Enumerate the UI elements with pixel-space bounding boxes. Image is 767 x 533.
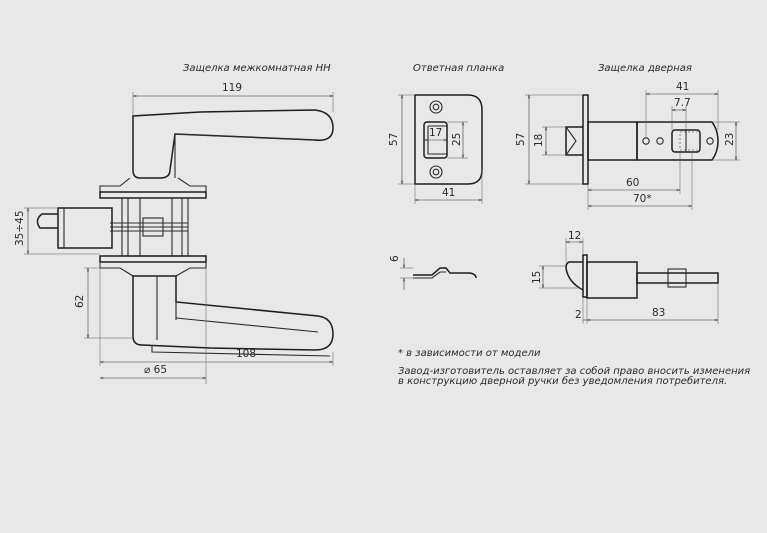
latch-door-side: 12 15 2 83 <box>531 230 719 324</box>
lower-lever <box>132 275 334 351</box>
dim-tail-length: 41 <box>676 81 689 93</box>
dim-plate-height: 57 <box>388 133 400 146</box>
dim-side-83: 83 <box>652 307 665 319</box>
upper-rosette <box>99 191 207 199</box>
latch-side-body <box>586 261 638 299</box>
latch-tail <box>636 121 719 161</box>
latch-bolt <box>565 126 583 156</box>
dim-side-2: 2 <box>575 309 582 321</box>
dim-plate-slot-width: 17 <box>429 127 442 139</box>
latch-cylinder <box>57 207 113 249</box>
dim-rosette-diameter: ⌀ 65 <box>144 364 167 376</box>
dim-spacing: 62 <box>74 295 86 308</box>
dim-plate-width: 41 <box>442 187 455 199</box>
title-strike-plate: Ответная планка <box>413 63 504 74</box>
lower-rosette <box>99 255 207 263</box>
dim-tail-hole: 7.7 <box>674 97 691 109</box>
note-disclaimer-line2: в конструкцию дверной ручки без уведомле… <box>398 375 727 387</box>
dim-side-12: 12 <box>568 230 581 242</box>
upper-lever <box>132 109 334 179</box>
latch-tongue <box>36 213 58 229</box>
strike-plate-side: 6 <box>389 255 477 290</box>
dim-bolt-height: 18 <box>533 134 545 147</box>
strike-plate-front: 57 17 25 41 <box>388 94 483 204</box>
dim-latch-60: 60 <box>626 177 639 189</box>
strike-screw-top <box>429 100 443 114</box>
dim-handle-length: 119 <box>222 82 242 94</box>
dim-lower-length: 108 <box>236 348 256 360</box>
dim-latch-height: 57 <box>515 133 527 146</box>
dim-plate-slot-height: 25 <box>451 133 463 146</box>
dim-tail-height: 23 <box>724 133 736 146</box>
latch-door-top: 57 18 41 7.7 23 60 70* <box>515 81 740 210</box>
strike-screw-bottom <box>429 165 443 179</box>
dim-latch-70: 70* <box>633 193 652 205</box>
dim-side-15: 15 <box>531 271 543 284</box>
latch-body <box>587 121 638 161</box>
note-model: * в зависимости от модели <box>398 348 541 359</box>
title-latch-door: Защелка дверная <box>598 63 692 74</box>
title-latch-interior: Защелка межкомнатная НН <box>183 63 331 74</box>
dim-backset: 35÷45 <box>14 210 26 246</box>
note-disclaimer-line1: Завод-изготовитель оставляет за собой пр… <box>398 365 750 377</box>
handle-assembly: 119 35÷45 62 108 ⌀ 65 <box>14 82 334 384</box>
latch-side-tail <box>636 272 719 284</box>
latch-side-bolt <box>565 261 584 291</box>
dim-plate-thickness: 6 <box>389 255 401 262</box>
strike-plate-outline <box>414 94 483 185</box>
